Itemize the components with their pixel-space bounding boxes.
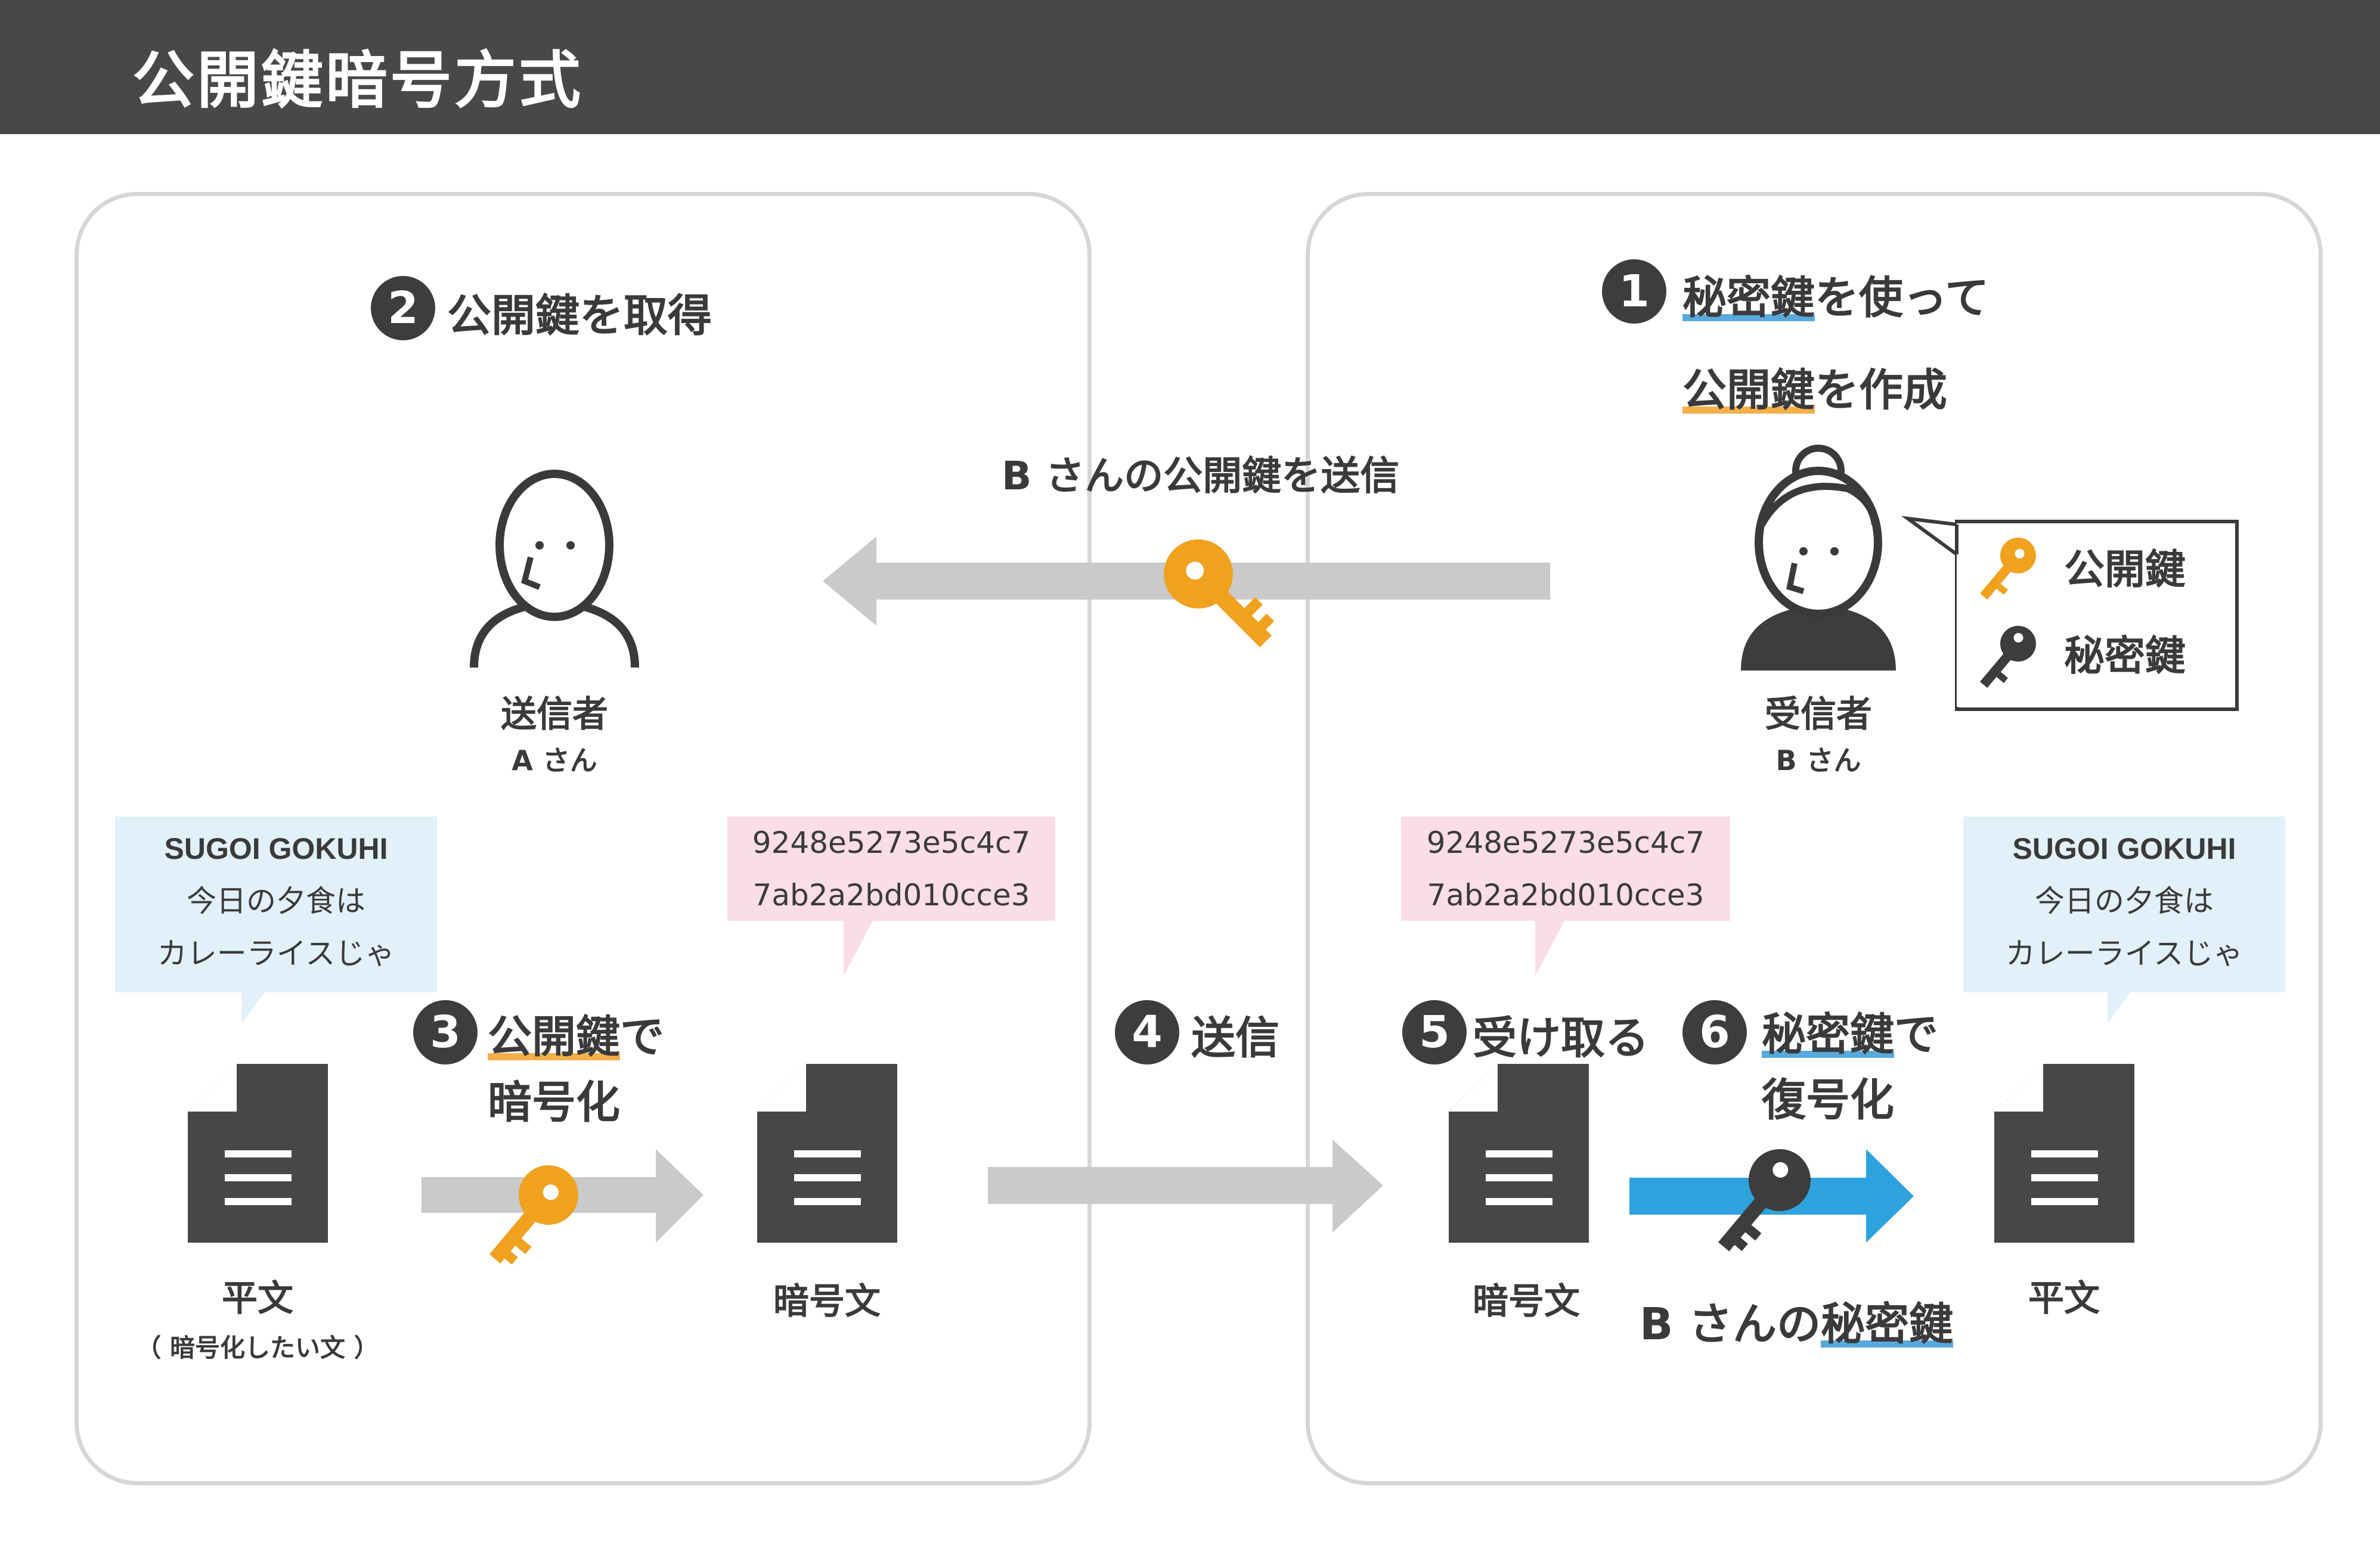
receiver-name: B さん (1775, 744, 1861, 777)
left-cipher-bubble-text: 9248e5273e5c4c7 7ab2a2bd010cce3 (727, 817, 1055, 921)
step-1-line1-rest: を使って (1815, 272, 1989, 324)
decrypt-private-key-icon (1718, 1149, 1811, 1252)
left-plain-line1: SUGOI GOKUHI (164, 832, 388, 865)
step-3-line2: 暗号化 (488, 1077, 620, 1128)
receiver-avatar (1741, 445, 1896, 671)
legend-private-key-icon (1980, 626, 2036, 688)
send-public-key-label: B さんの公開鍵を送信 (1002, 453, 1400, 499)
public-key-icon (1164, 539, 1275, 648)
left-plain-bubble (115, 817, 437, 1024)
step-3-line1: 公開鍵で (488, 1001, 664, 1065)
receiver-role: 受信者 (1765, 694, 1872, 735)
step-1-public-key-text: 公開鍵 (1682, 365, 1815, 416)
step-1-badge: 1 (1602, 259, 1666, 324)
right-plain-line1: SUGOI GOKUHI (2012, 832, 2236, 865)
right-cipher-doc-icon (1449, 1064, 1589, 1243)
left-cipher-line1: 9248e5273e5c4c7 (752, 825, 1031, 860)
right-plain-line2: 今日の夕食は (2035, 884, 2214, 918)
step-5-title: 受け取る (1473, 1013, 1649, 1064)
step-5-badge: 5 (1402, 1000, 1467, 1064)
step-6-line1: 秘密鍵で (1762, 999, 1938, 1063)
step-1-line2-rest: を作成 (1815, 365, 1947, 416)
left-plain-bubble-text: SUGOI GOKUHI 今日の夕食は カレーライスじゃ (115, 822, 437, 980)
sender-role: 送信者 (501, 694, 608, 735)
left-plain-line2: 今日の夕食は (187, 884, 365, 918)
step-4-title: 送信 (1191, 1013, 1279, 1064)
right-cipher-bubble-text: 9248e5273e5c4c7 7ab2a2bd010cce3 (1401, 817, 1730, 921)
right-cipher-line1: 9248e5273e5c4c7 (1426, 825, 1705, 860)
step-3-badge: 3 (413, 1000, 478, 1064)
step-6-line2: 復号化 (1762, 1075, 1894, 1126)
left-cipher-line2: 7ab2a2bd010cce3 (752, 878, 1030, 912)
legend-public-key-icon (1980, 538, 2036, 600)
right-plain-line3: カレーライスじゃ (2005, 936, 2243, 971)
right-plain-doc-icon (1994, 1064, 2134, 1243)
right-cipher-doc-label: 暗号文 (1473, 1281, 1580, 1323)
step-2-badge: 2 (371, 276, 435, 340)
private-key-caption-prefix: B さんの (1640, 1299, 1821, 1350)
right-cipher-bubble (1401, 817, 1730, 976)
step-1-private-key-text: 秘密鍵 (1682, 272, 1815, 324)
right-plain-bubble-text: SUGOI GOKUHI 今日の夕食は カレーライスじゃ (1963, 822, 2285, 980)
page-title: 公開鍵暗号方式 (132, 44, 584, 117)
left-plain-doc-label: 平文 (222, 1278, 293, 1320)
step-3-line1-rest: で (620, 1011, 664, 1063)
private-key-caption: B さんの秘密鍵 (1640, 1289, 1954, 1352)
step-1-line1: 秘密鍵を使って (1682, 262, 1989, 326)
encrypt-public-key-icon (489, 1165, 578, 1265)
header-bar: 公開鍵暗号方式 (0, 0, 2380, 134)
right-plain-doc-label: 平文 (2028, 1278, 2100, 1320)
left-plain-doc-icon (188, 1064, 328, 1243)
private-key-caption-hl: 秘密鍵 (1821, 1299, 1954, 1350)
step-6-badge: 6 (1682, 1000, 1747, 1064)
left-cipher-doc-label: 暗号文 (773, 1281, 881, 1323)
left-cipher-bubble (727, 817, 1055, 976)
step-3-public-key-text: 公開鍵 (488, 1011, 620, 1063)
step-1-line2: 公開鍵を作成 (1682, 355, 1947, 418)
sender-avatar (470, 470, 639, 668)
step-4-badge: 4 (1115, 1000, 1179, 1064)
sender-name: A さん (512, 744, 597, 777)
send-arrow (988, 1140, 1383, 1233)
legend-public-key-label: 公開鍵 (2064, 547, 2186, 594)
left-cipher-doc-icon (757, 1064, 897, 1243)
step-2-title: 公開鍵を取得 (447, 290, 712, 342)
right-plain-bubble (1963, 817, 2285, 1024)
left-plain-doc-note: （ 暗号化したい文 ） (136, 1333, 379, 1362)
step-6-line1-rest: で (1894, 1009, 1938, 1060)
step-6-private-key-text: 秘密鍵 (1762, 1009, 1894, 1060)
left-plain-line3: カレーライスじゃ (157, 936, 395, 971)
legend-private-key-label: 秘密鍵 (2064, 633, 2186, 680)
right-cipher-line2: 7ab2a2bd010cce3 (1427, 878, 1705, 912)
